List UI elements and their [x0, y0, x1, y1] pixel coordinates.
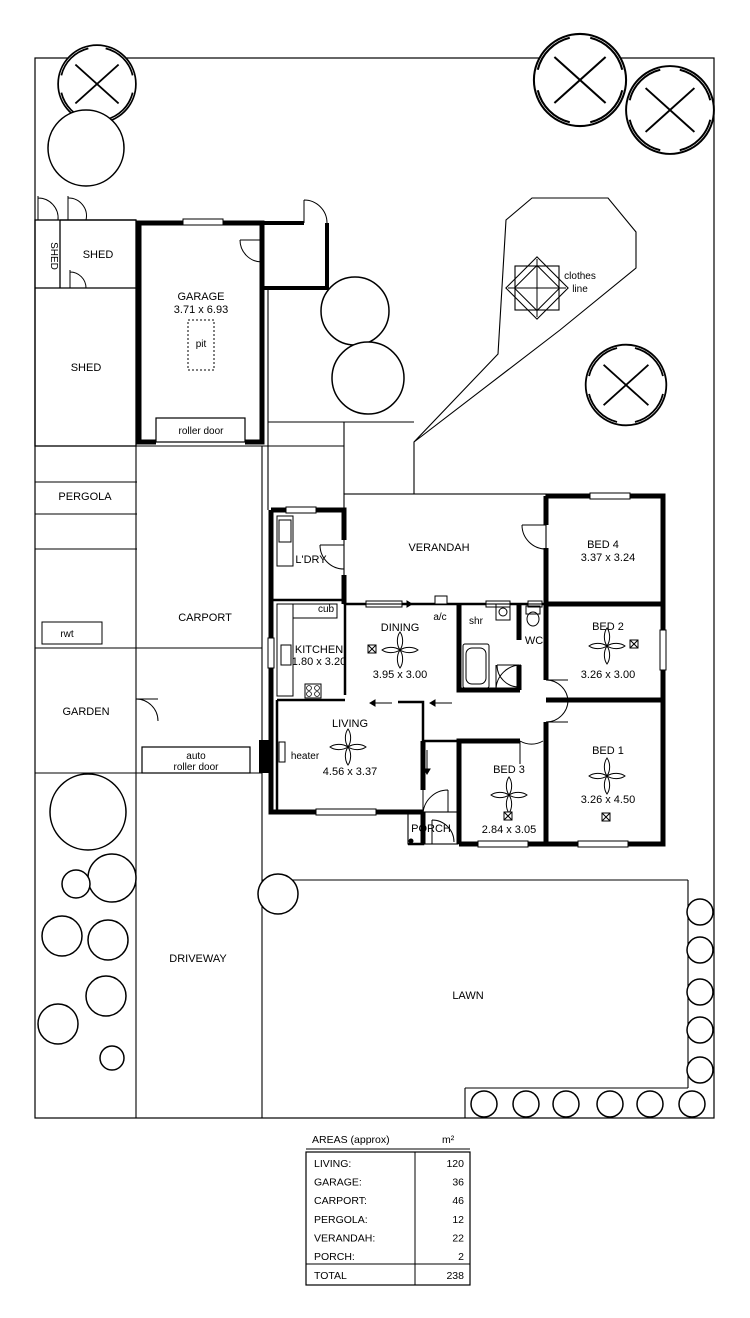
clothes-line-label-2: line [572, 284, 588, 295]
shed-vertical-label: SHED [48, 242, 59, 270]
areas-header: AREAS (approx) [312, 1134, 390, 1146]
ac-label: a/c [433, 612, 446, 623]
pergola-label: PERGOLA [58, 491, 112, 503]
area-row-value: 46 [452, 1195, 464, 1207]
area-row-value: 36 [452, 1177, 464, 1189]
areas-unit: m² [442, 1134, 455, 1146]
cupboard-label: cub [318, 604, 335, 615]
roller-door-label: roller door [178, 426, 224, 437]
wc-label: WC [525, 635, 543, 647]
area-row-label: PORCH: [314, 1251, 355, 1263]
kitchen-label: KITCHEN [295, 644, 343, 656]
bed1-dims: 3.26 x 4.50 [581, 794, 635, 806]
area-row-value: 120 [446, 1158, 464, 1170]
auto-roller-door-label-1: auto [186, 751, 206, 762]
bed4-dims: 3.37 x 3.24 [581, 552, 635, 564]
areas-total-value: 238 [446, 1270, 464, 1282]
garden-label: GARDEN [62, 706, 109, 718]
kitchen-dims: 1.80 x 3.20 [292, 656, 346, 668]
area-row-label: CARPORT: [314, 1195, 367, 1207]
areas-total-label: TOTAL [314, 1270, 347, 1282]
bed1-label: BED 1 [592, 745, 624, 757]
pit-label: pit [196, 339, 207, 350]
area-row-value: 22 [452, 1232, 464, 1244]
bed3-dims: 2.84 x 3.05 [482, 824, 536, 836]
area-row-value: 2 [458, 1251, 464, 1263]
living-label: LIVING [332, 718, 368, 730]
property-boundary [34, 57, 715, 1119]
heater-label: heater [291, 751, 320, 762]
living-dims: 4.56 x 3.37 [323, 766, 377, 778]
laundry-label: L'DRY [295, 554, 327, 566]
shower-label: shr [469, 616, 484, 627]
bed2-label: BED 2 [592, 621, 624, 633]
rwt-label: rwt [60, 629, 74, 640]
verandah-label: VERANDAH [408, 542, 469, 554]
lawn-label: LAWN [452, 990, 483, 1002]
area-row-label: PERGOLA: [314, 1214, 368, 1226]
garage-label: GARAGE [177, 291, 224, 303]
carport-label: CARPORT [178, 612, 232, 624]
dining-dims: 3.95 x 3.00 [373, 669, 427, 681]
bed3-label: BED 3 [493, 764, 525, 776]
garage-dims: 3.71 x 6.93 [174, 304, 228, 316]
driveway-label: DRIVEWAY [169, 953, 227, 965]
area-row-label: LIVING: [314, 1158, 351, 1170]
dining-label: DINING [381, 622, 420, 634]
auto-roller-door-label-2: roller door [173, 762, 219, 773]
area-row-label: VERANDAH: [314, 1232, 375, 1244]
area-row-label: GARAGE: [314, 1177, 362, 1189]
area-row-value: 12 [452, 1214, 464, 1226]
shed-large-label: SHED [71, 362, 102, 374]
bed4-label: BED 4 [587, 539, 619, 551]
bed2-dims: 3.26 x 3.00 [581, 669, 635, 681]
shed-small-label: SHED [83, 249, 114, 261]
porch-label: PORCH [411, 823, 451, 835]
clothes-line-label-1: clothes [564, 271, 596, 282]
